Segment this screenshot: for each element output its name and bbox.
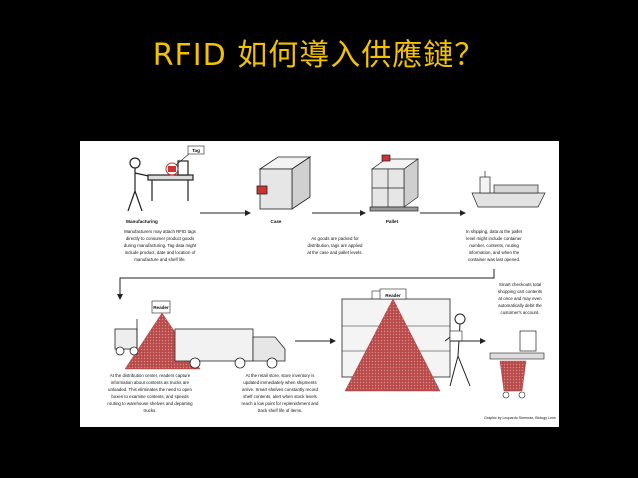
- truck-icon: [174, 328, 286, 369]
- caption-line: at the case and pallet levels.: [307, 250, 362, 255]
- diagram-canvas: Tag Manufacturing Case Pallet Manufactur…: [107, 145, 556, 420]
- caption-line: shopping cart contents: [498, 289, 543, 294]
- caption-line: In shipping, data at the pallet: [466, 229, 523, 234]
- manufacturing-worker-icon: [127, 157, 194, 212]
- caption-line: track shelf life of items.: [258, 408, 303, 413]
- caption-line: unloaded. This eliminates the need to op…: [108, 387, 192, 392]
- caption-line: container was last opened.: [468, 257, 520, 262]
- reader-field-store: [344, 298, 441, 392]
- cart-icon: [499, 360, 527, 392]
- rfid-tag-icon: Tag: [165, 145, 205, 176]
- caption-line: at once and may even: [498, 296, 542, 301]
- manufacturing-label: Manufacturing: [126, 219, 158, 224]
- rfid-supply-chain-diagram: Tag Manufacturing Case Pallet Manufactur…: [80, 141, 559, 427]
- caption-line: during manufacturing. Tag data might: [124, 243, 197, 248]
- caption-shipping: In shipping, data at the pallet level mi…: [466, 229, 523, 262]
- caption-manufacturing: Manufacturers may attach RFID tags direc…: [124, 229, 197, 262]
- case-label: Case: [271, 219, 282, 224]
- caption-line: level might include container: [466, 236, 522, 241]
- caption-line: customer's account.: [501, 310, 540, 315]
- case-box-icon: [256, 156, 312, 210]
- caption-line: automatically debit the: [498, 303, 542, 308]
- caption-checkout: Smart checkouts total shopping cart cont…: [498, 282, 543, 315]
- caption-line: As goods are packed for: [311, 236, 359, 241]
- caption-line: distribution, tags are applied: [308, 243, 363, 248]
- cargo-ship-icon: [471, 171, 546, 208]
- reader-store-label: Reader: [385, 293, 401, 298]
- caption-line: Smart checkouts total: [499, 282, 541, 287]
- caption-line: information about contents as trucks are: [111, 380, 190, 385]
- caption-line: directly to consumer product goods: [126, 236, 195, 241]
- reader-dc-label: Reader: [153, 305, 169, 310]
- caption-retail: At the retail store, store inventory is …: [242, 373, 319, 413]
- caption-line: Manufacturers may attach RFID tags: [124, 229, 197, 234]
- caption-line: information, and when the: [469, 250, 520, 255]
- caption-line: manufacture and shelf life.: [134, 257, 186, 262]
- caption-line: trucks.: [144, 408, 157, 413]
- return-arrow: [117, 269, 495, 300]
- pallet-icon: [369, 154, 420, 212]
- checkout-scene: [489, 330, 545, 399]
- distribution-center-scene: Reader: [114, 300, 286, 370]
- caption-line: shelf contents, alert when stock levels: [243, 394, 318, 399]
- caption-line: include product, date and location of: [125, 250, 196, 255]
- caption-distribution: At the distribution center, readers capt…: [107, 373, 193, 413]
- caption-line: boxes to examine contents, and speeds: [111, 394, 189, 399]
- forklift-icon: [114, 319, 139, 356]
- retail-store-scene: Reader: [341, 288, 471, 392]
- slide-title: RFID 如何導入供應鏈？: [152, 38, 486, 73]
- pallet-label: Pallet: [386, 219, 399, 224]
- tag-label: Tag: [192, 148, 200, 153]
- caption-line: At the retail store, store inventory is: [246, 373, 316, 378]
- caption-line: reach a low point for replenishment and: [242, 401, 319, 406]
- caption-line: arrive. Smart shelves constantly record: [242, 387, 318, 392]
- caption-line: updated immediately when shipments: [243, 380, 317, 385]
- caption-line: routing to warehouse shelves and departi…: [107, 401, 193, 406]
- caption-line: number, contents, routing: [469, 243, 519, 248]
- caption-line: At the distribution center, readers capt…: [110, 373, 191, 378]
- caption-case: As goods are packed for distribution, ta…: [307, 236, 363, 255]
- graphic-credit: Graphic by Leopardo Sherman, Biology Len…: [484, 416, 556, 420]
